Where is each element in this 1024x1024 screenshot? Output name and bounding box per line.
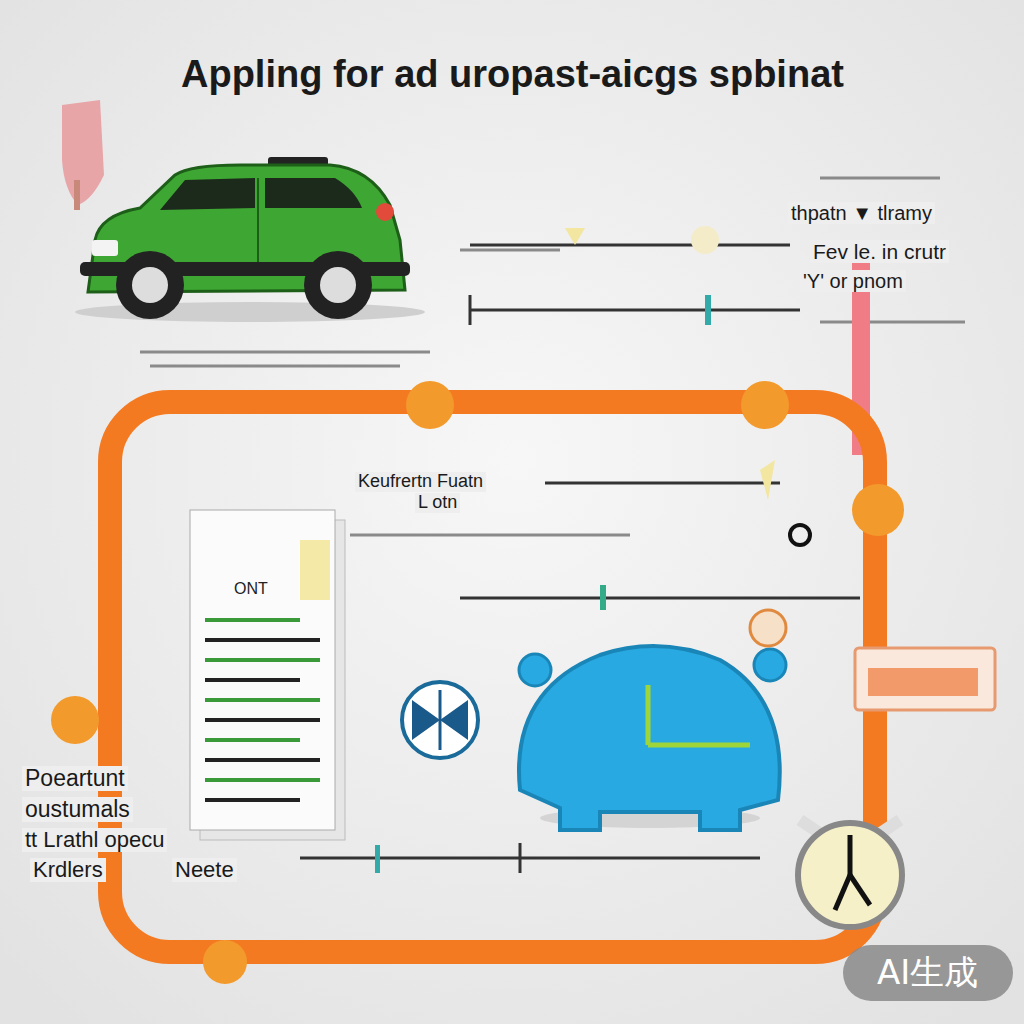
clock-icon (798, 820, 902, 927)
center-label: L otn (415, 493, 460, 513)
side-note: Krdlers (30, 858, 106, 882)
heading-text: thpatn ▼ tlramy (788, 202, 935, 224)
marker-dots (375, 226, 810, 873)
watermark-pill (843, 945, 1013, 1001)
side-note: oustumals (22, 797, 133, 822)
title: Appling for ad uropast-aicgs spbinat (181, 54, 844, 96)
document-node: ONT (190, 510, 335, 830)
side-note: tt Lrathl opecu (22, 828, 167, 852)
car-illustration (75, 157, 425, 322)
loop-nodes (51, 381, 904, 984)
marker-lines (300, 245, 860, 873)
note-text: Fev le. in crutr (810, 240, 949, 263)
document-stack (190, 510, 345, 840)
side-note: Neete (172, 858, 237, 882)
flask-icon (62, 100, 104, 210)
side-note: Poeartunt (22, 766, 128, 791)
document-lines (205, 620, 320, 800)
orange-loop (110, 402, 875, 952)
small-icons (750, 610, 995, 710)
watermark: AI生成 (874, 954, 981, 991)
note-text: 'Y' or pnom (800, 270, 906, 292)
center-label: Keufrertn Fuatn (355, 472, 486, 492)
document-label: ONT (232, 580, 270, 598)
blurred-text (140, 178, 965, 535)
piggy-clock (519, 646, 786, 830)
bowtie-icon (402, 682, 478, 758)
